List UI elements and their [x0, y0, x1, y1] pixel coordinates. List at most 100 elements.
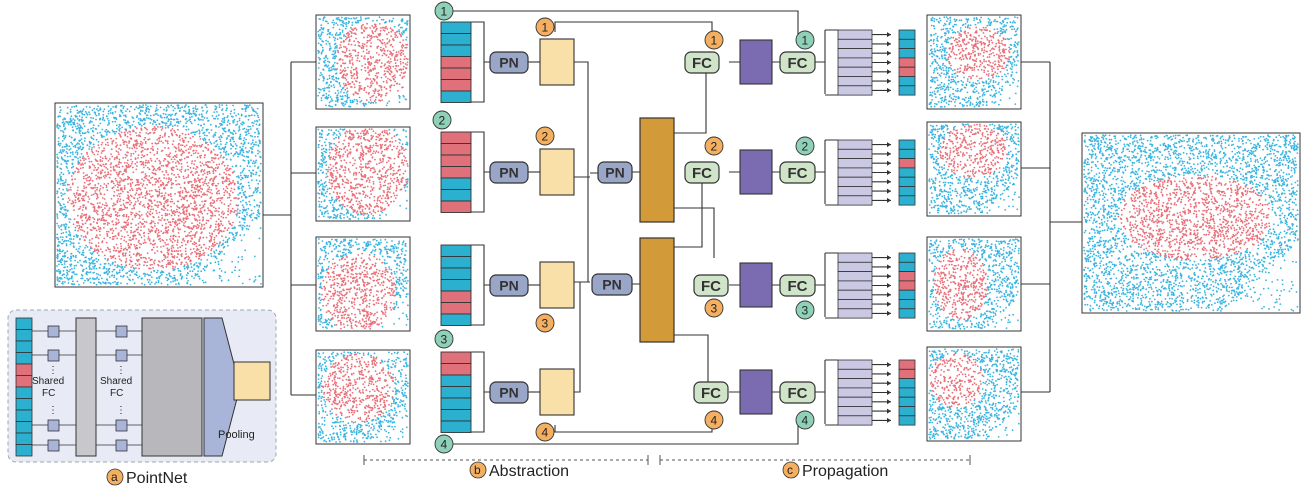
lavender-bracket — [825, 29, 838, 96]
shared-fc-label-1b: FC — [42, 388, 55, 399]
propagated-cell — [837, 378, 873, 389]
input-column-cell — [440, 244, 472, 257]
inset-hidden-layer-1 — [75, 317, 97, 457]
input-column-cell — [440, 131, 472, 144]
wiring — [263, 10, 1082, 445]
prediction-cell — [898, 261, 916, 272]
patch-3-frame — [315, 236, 411, 332]
caption-pointnet: a PointNet — [106, 468, 188, 487]
arrow-head — [887, 60, 891, 65]
prediction-cell — [898, 396, 916, 407]
shared-fc-label-2b: FC — [110, 388, 123, 399]
propagated-cell — [837, 415, 873, 426]
orange-fc-badge-number: 1 — [711, 34, 718, 48]
inset-node-1 — [47, 325, 60, 338]
propagated-cell — [837, 368, 873, 379]
pointnet-block-label: PN — [499, 385, 518, 401]
propagated-cell — [837, 299, 873, 310]
arrow-head — [887, 142, 891, 148]
propagated-cell — [837, 396, 873, 407]
fc-block-2 — [779, 161, 816, 184]
prediction-cell — [898, 280, 916, 291]
propagated-cell — [837, 406, 873, 417]
prediction-cell — [898, 368, 916, 379]
inset-point-cell — [15, 352, 33, 365]
prediction-cell — [898, 29, 916, 40]
arrow-head — [887, 390, 891, 395]
pointnet-block-level2-a — [597, 161, 633, 184]
arrow-head — [887, 50, 891, 56]
inset-hidden-layer-2 — [141, 317, 203, 457]
output-patch-3 — [926, 236, 1022, 332]
orange-index-badge-number: 4 — [542, 426, 549, 440]
input-column-cell — [440, 166, 472, 179]
fc-block-2 — [779, 274, 816, 297]
input-point-cloud-frame — [54, 102, 264, 288]
shared-fc-label-1a: Shared — [32, 376, 64, 387]
abstract-feature — [539, 148, 575, 196]
prediction-cell — [898, 38, 916, 49]
green-fc-badge — [795, 410, 815, 430]
input-bracket — [471, 244, 490, 326]
propagated-cell — [837, 252, 873, 263]
abstract-feature — [539, 368, 575, 416]
inset-input-column — [15, 317, 33, 457]
green-index-badge-number: 1 — [441, 5, 448, 19]
prediction-cell — [898, 195, 916, 206]
prediction-cell — [898, 271, 916, 282]
prediction-cell — [898, 289, 916, 300]
input-column-cell — [440, 363, 472, 376]
propagated-cell — [837, 176, 873, 187]
propagated-cell — [837, 167, 873, 178]
green-index-badge — [434, 1, 454, 21]
propagated-cell — [837, 38, 873, 49]
green-fc-badge-number: 2 — [802, 140, 809, 154]
abstract-feature — [539, 261, 575, 309]
prediction-cell — [898, 299, 916, 310]
fc-block-1 — [693, 274, 729, 297]
orange-fc-badge — [704, 30, 724, 50]
patch-1-frame — [315, 14, 411, 110]
inset-point-cell — [15, 386, 33, 399]
inset-point-cell — [15, 363, 33, 376]
orange-fc-badge — [704, 410, 724, 430]
propagated-cell — [837, 76, 873, 87]
propagated-cell — [837, 186, 873, 197]
inset-point-cell — [15, 317, 33, 330]
green-index-badge-number: 4 — [441, 438, 448, 452]
prediction-cell — [898, 252, 916, 263]
propagated-cell — [837, 148, 873, 160]
orange-fc-badge — [704, 298, 724, 318]
propagated-cell — [837, 280, 873, 291]
green-index-badge — [434, 434, 454, 454]
propagated-cell — [837, 308, 873, 319]
propagated-cell — [837, 66, 873, 77]
inset-point-cell — [15, 340, 33, 353]
arrow-head — [887, 264, 891, 270]
fc-block-1 — [684, 51, 720, 74]
prediction-cell — [898, 167, 916, 178]
inset-point-cell — [15, 432, 33, 445]
propagated-cell — [837, 387, 873, 398]
input-bracket — [471, 131, 490, 213]
output-patch-2 — [926, 121, 1022, 217]
global-feature-b — [639, 237, 675, 343]
prediction-cell — [898, 76, 916, 87]
global-feature-a — [639, 117, 675, 223]
caption-propagation-text: Propagation — [802, 463, 888, 480]
arrow-head — [887, 151, 891, 157]
arrow-head — [887, 362, 891, 368]
arrow-head — [887, 170, 891, 175]
pointnet-inset: Shared FC Shared FC ⋮ ⋮ ⋮ ⋮ Pooling — [7, 309, 277, 463]
input-column-cell — [440, 90, 472, 103]
arrow-head — [887, 78, 891, 84]
pointnet-block-label: PN — [499, 165, 518, 181]
prediction-cell — [898, 158, 916, 169]
pointnet-block-level2-a-label: PN — [605, 165, 624, 181]
input-bracket — [471, 21, 490, 103]
inset-node-2 — [115, 439, 128, 452]
vdots-3: ⋮ — [48, 405, 58, 416]
